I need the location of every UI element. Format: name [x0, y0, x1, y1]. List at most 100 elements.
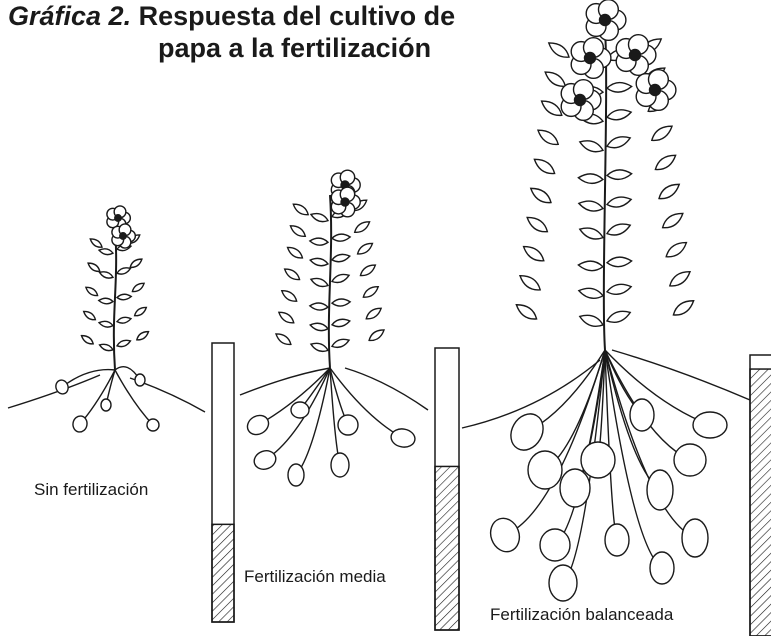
leaf	[667, 268, 693, 290]
leaf	[117, 294, 132, 300]
leaf	[546, 39, 572, 61]
leaf	[310, 341, 329, 354]
leaf	[288, 223, 307, 239]
potato-tuber	[505, 408, 550, 456]
leaf	[99, 298, 114, 304]
potato-tuber	[581, 442, 615, 478]
leaf	[99, 270, 114, 280]
label-fertilizacion-media: Fertilización media	[244, 567, 386, 587]
potato-tuber	[528, 451, 562, 489]
potato-tuber	[147, 419, 159, 431]
flower-center	[585, 53, 596, 64]
leaf	[133, 305, 148, 318]
leaf	[116, 316, 131, 324]
leaf	[331, 253, 350, 264]
leaf	[364, 305, 383, 321]
yield-bar	[750, 355, 771, 636]
leaf	[310, 302, 329, 310]
leaf	[135, 329, 150, 342]
leaf	[116, 338, 131, 348]
leaf	[84, 285, 99, 298]
leaf	[356, 241, 375, 257]
potato-tuber	[486, 514, 524, 556]
leaf	[578, 173, 603, 184]
leaf	[578, 199, 604, 213]
leaf	[671, 297, 697, 319]
potato-tuber	[682, 519, 708, 557]
flower-center	[600, 15, 611, 26]
potato-tuber	[252, 448, 279, 472]
leaf	[87, 261, 102, 274]
flower-center	[630, 50, 641, 61]
leaf	[361, 284, 380, 300]
leaf	[280, 288, 299, 304]
flower-center	[120, 233, 127, 240]
stolon	[330, 368, 340, 465]
leaf	[99, 342, 114, 352]
potato-tuber	[331, 453, 349, 477]
yield-bar	[212, 343, 234, 622]
leaf	[578, 260, 603, 271]
yield-bar	[435, 348, 459, 630]
potato-tuber	[54, 378, 70, 395]
stem	[114, 225, 116, 370]
ground-line	[612, 350, 750, 400]
ground-line	[8, 375, 100, 408]
leaf	[535, 126, 561, 148]
leaf	[332, 298, 351, 306]
potato-tuber	[288, 464, 304, 486]
plant-fertilizacion-media	[244, 170, 416, 486]
leaf	[98, 320, 113, 328]
label-fertilizacion-balanceada: Fertilización balanceada	[490, 605, 673, 625]
yield-bar-fill	[212, 524, 234, 622]
potato-tuber	[605, 524, 629, 556]
leaf	[605, 308, 631, 325]
potato-tuber	[291, 402, 309, 418]
leaf	[605, 133, 631, 150]
leaf	[528, 184, 554, 206]
label-sin-fertilizacion: Sin fertilización	[34, 480, 148, 500]
leaf	[607, 169, 632, 180]
ground-line	[345, 368, 428, 410]
plant-fertilizacion-balanceada	[486, 0, 727, 601]
potato-tuber	[549, 565, 577, 601]
stem	[329, 195, 331, 368]
potato-tuber	[338, 415, 358, 435]
stolon	[115, 370, 153, 425]
leaf	[331, 318, 350, 329]
yield-bar-fill	[435, 466, 459, 630]
leaf	[98, 248, 113, 256]
leaf	[606, 195, 632, 209]
stem	[604, 30, 606, 350]
leaf	[332, 233, 351, 241]
yield-bar-fill	[750, 369, 771, 636]
leaf	[310, 276, 329, 289]
potato-tuber	[650, 552, 674, 584]
leaf	[310, 211, 329, 224]
leaf	[578, 312, 604, 329]
leaf	[89, 237, 104, 250]
leaf	[653, 151, 679, 173]
leaf	[283, 266, 302, 282]
leaf	[607, 82, 632, 93]
leaf	[331, 337, 350, 350]
leaf	[578, 225, 604, 242]
yield-bars	[212, 343, 771, 636]
leaf	[310, 237, 329, 245]
leaf	[532, 155, 558, 177]
potato-tuber	[674, 444, 706, 476]
leaf	[663, 239, 689, 261]
leaf	[649, 122, 675, 144]
leaf	[578, 286, 604, 300]
leaf	[131, 281, 146, 294]
leaf	[605, 221, 631, 238]
leaf	[331, 272, 350, 285]
figure-number: Gráfica 2.	[8, 1, 131, 31]
leaf	[277, 309, 296, 325]
leaf	[358, 262, 377, 278]
leaf	[606, 107, 632, 121]
leaf	[656, 180, 682, 202]
title-line-2: papa a la fertilización	[8, 32, 455, 64]
potato-tuber	[560, 469, 590, 507]
